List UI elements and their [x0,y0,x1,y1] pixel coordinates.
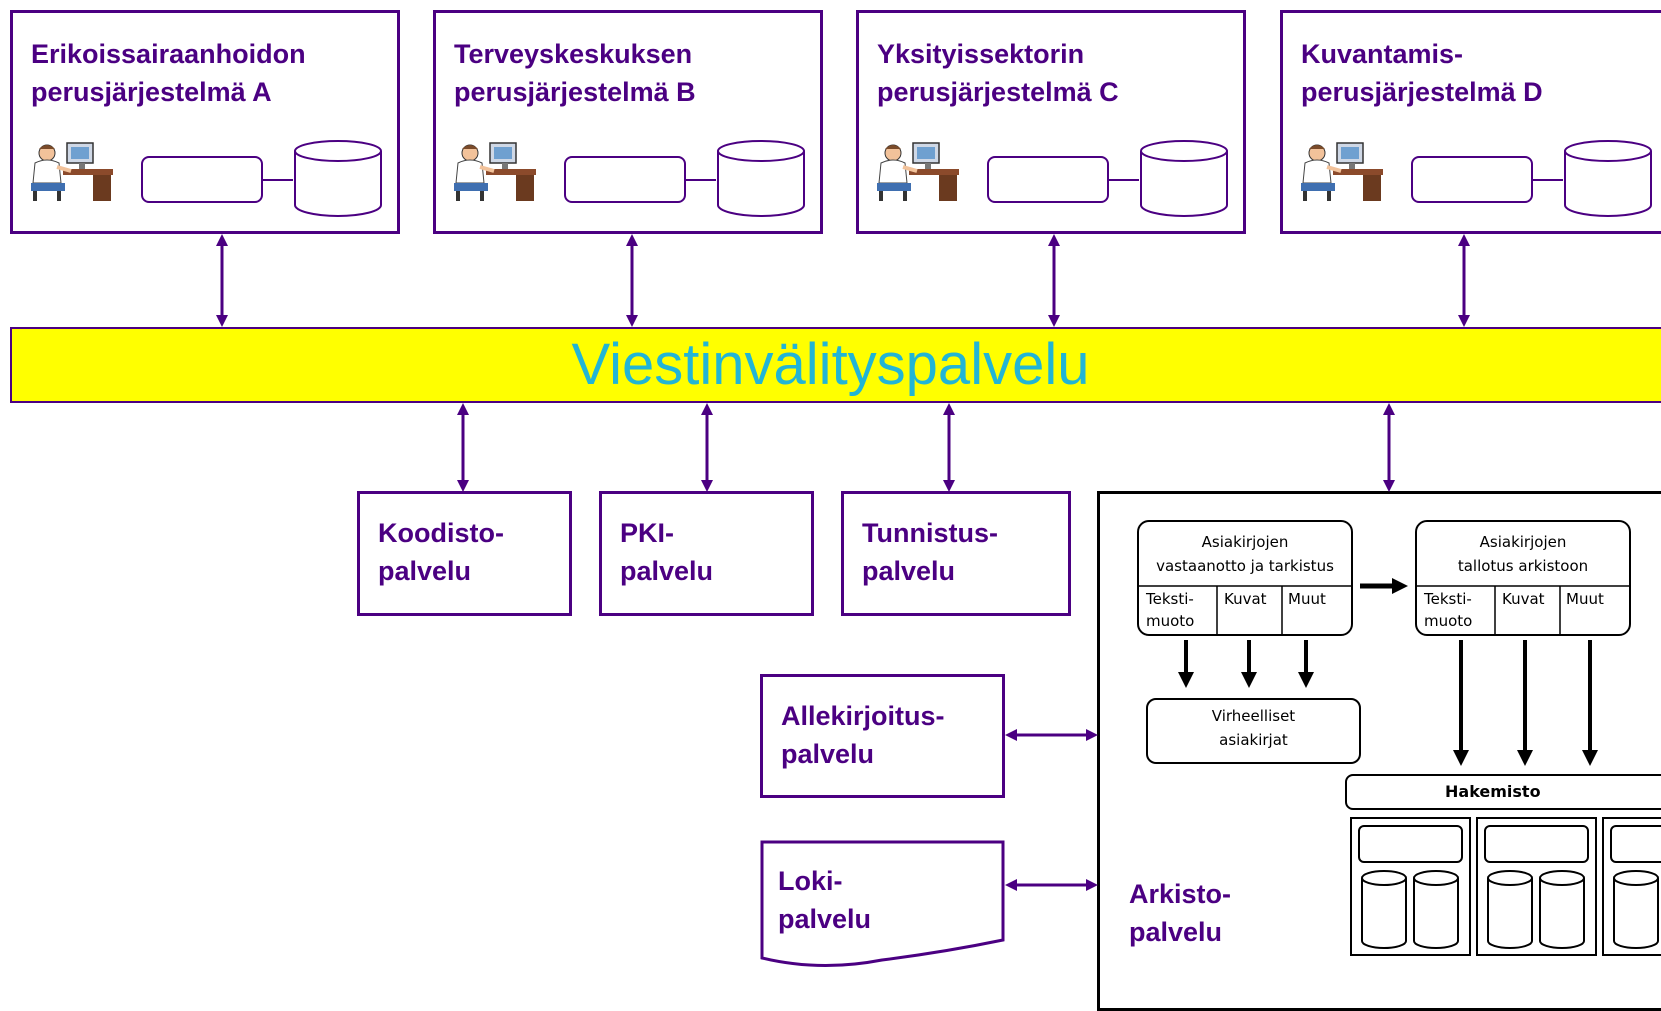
service-label: Allekirjoitus- palvelu [781,697,945,773]
storage-rack-1 [1350,817,1471,956]
user-at-computer-icon [877,142,959,201]
reception-col-images: Kuvat [1224,590,1267,608]
app-db-connector [263,179,293,181]
col-text-line1: Teksti- [1146,590,1194,608]
storage-col-images: Kuvat [1502,590,1545,608]
system-box-a[interactable]: Erikoissairaanhoidon perusjärjestelmä A [10,10,400,234]
app-db-connector [1109,179,1139,181]
service-label: Koodisto- palvelu [378,514,504,590]
service-label: Tunnistus- palvelu [862,514,998,590]
service-label-line1: Loki- [778,866,843,896]
system-title: Terveyskeskuksen perusjärjestelmä B [454,35,696,111]
system-title: Erikoissairaanhoidon perusjärjestelmä A [31,35,306,111]
message-bus[interactable] [10,327,1661,403]
directory-bar [1345,774,1661,810]
system-title-line1: Kuvantamis- [1301,39,1464,69]
storage-title-line2: tallotus arkistoon [1457,557,1589,575]
user-at-computer-icon [454,142,536,201]
system-title-line2: perusjärjestelmä A [31,77,272,107]
service-label: Loki- palvelu [778,862,871,938]
disk-icon [1487,870,1533,949]
archive-label-line1: Arkisto- [1129,879,1232,909]
disk-icon [1539,870,1585,949]
col-text-line1: Teksti- [1424,590,1472,608]
system-box-b[interactable]: Terveyskeskuksen perusjärjestelmä B [433,10,823,234]
system-box-c[interactable]: Yksityissektorin perusjärjestelmä C [856,10,1246,234]
service-label-line2: palvelu [862,556,956,586]
rack-shelf [1358,825,1463,863]
system-title-line2: perusjärjestelmä B [454,77,696,107]
archive-label-line2: palvelu [1129,917,1223,947]
system-title: Yksityissektorin perusjärjestelmä C [877,35,1119,111]
storage-rack-2 [1476,817,1597,956]
faulty-line1: Virheelliset [1211,707,1296,725]
service-label: PKI- palvelu [620,514,713,590]
storage-col-other: Muut [1566,590,1604,608]
disk-icon [1413,870,1459,949]
user-at-computer-icon [1301,142,1383,201]
database-icon [294,140,382,217]
directory-label: Hakemisto [1445,782,1541,801]
reception-col-other: Muut [1288,590,1326,608]
message-bus-label: Viestinvälityspalvelu [571,332,1090,397]
rack-shelf [1610,825,1661,863]
database-icon [1564,140,1652,217]
storage-rack-3 [1602,817,1661,956]
system-title-line1: Erikoissairaanhoidon [31,39,306,69]
pki-service-box[interactable]: PKI- palvelu [599,491,814,616]
service-label-line1: Tunnistus- [862,518,998,548]
reception-title-line1: Asiakirjojen [1201,533,1289,551]
service-label-line1: Allekirjoitus- [781,701,945,731]
loki-service-box[interactable]: Loki- palvelu [760,840,1005,976]
reception-title-line2: vastaanotto ja tarkistus [1156,557,1334,575]
tunnistus-service-box[interactable]: Tunnistus- palvelu [841,491,1071,616]
database-icon [717,140,805,217]
database-icon [1140,140,1228,217]
application-box [564,156,686,203]
col-text-line2: muoto [1424,612,1473,630]
reception-box [1137,520,1353,636]
storage-col-text: Teksti- muoto [1424,588,1472,632]
service-label-line1: Koodisto- [378,518,504,548]
user-at-computer-icon [31,142,113,201]
archive-service-label: Arkisto- palvelu [1129,875,1231,951]
app-db-connector [686,179,716,181]
faulty-line2: asiakirjat [1219,731,1288,749]
application-box [987,156,1109,203]
disk-icon [1613,870,1659,949]
faulty-documents-box [1146,698,1361,764]
app-db-connector [1533,179,1563,181]
system-title: Kuvantamis- perusjärjestelmä D [1301,35,1543,111]
system-title-line2: perusjärjestelmä C [877,77,1119,107]
storage-box [1415,520,1631,636]
allekirjoitus-service-box[interactable]: Allekirjoitus- palvelu [760,674,1005,798]
reception-col-text: Teksti- muoto [1146,588,1194,632]
system-box-d[interactable]: Kuvantamis- perusjärjestelmä D [1280,10,1661,234]
service-label-line2: palvelu [620,556,714,586]
service-label-line1: PKI- [620,518,674,548]
service-label-line2: palvelu [378,556,472,586]
system-title-line1: Yksityissektorin [877,39,1085,69]
service-label-line2: palvelu [778,904,872,934]
rack-shelf [1484,825,1589,863]
service-label-line2: palvelu [781,739,875,769]
col-text-line2: muoto [1146,612,1195,630]
document-shape [760,840,1005,967]
koodisto-service-box[interactable]: Koodisto- palvelu [357,491,572,616]
connector-layer [216,234,1631,891]
system-title-line2: perusjärjestelmä D [1301,77,1543,107]
storage-title-line1: Asiakirjojen [1479,533,1567,551]
application-box [141,156,263,203]
application-box [1411,156,1533,203]
disk-icon [1361,870,1407,949]
system-title-line1: Terveyskeskuksen [454,39,693,69]
